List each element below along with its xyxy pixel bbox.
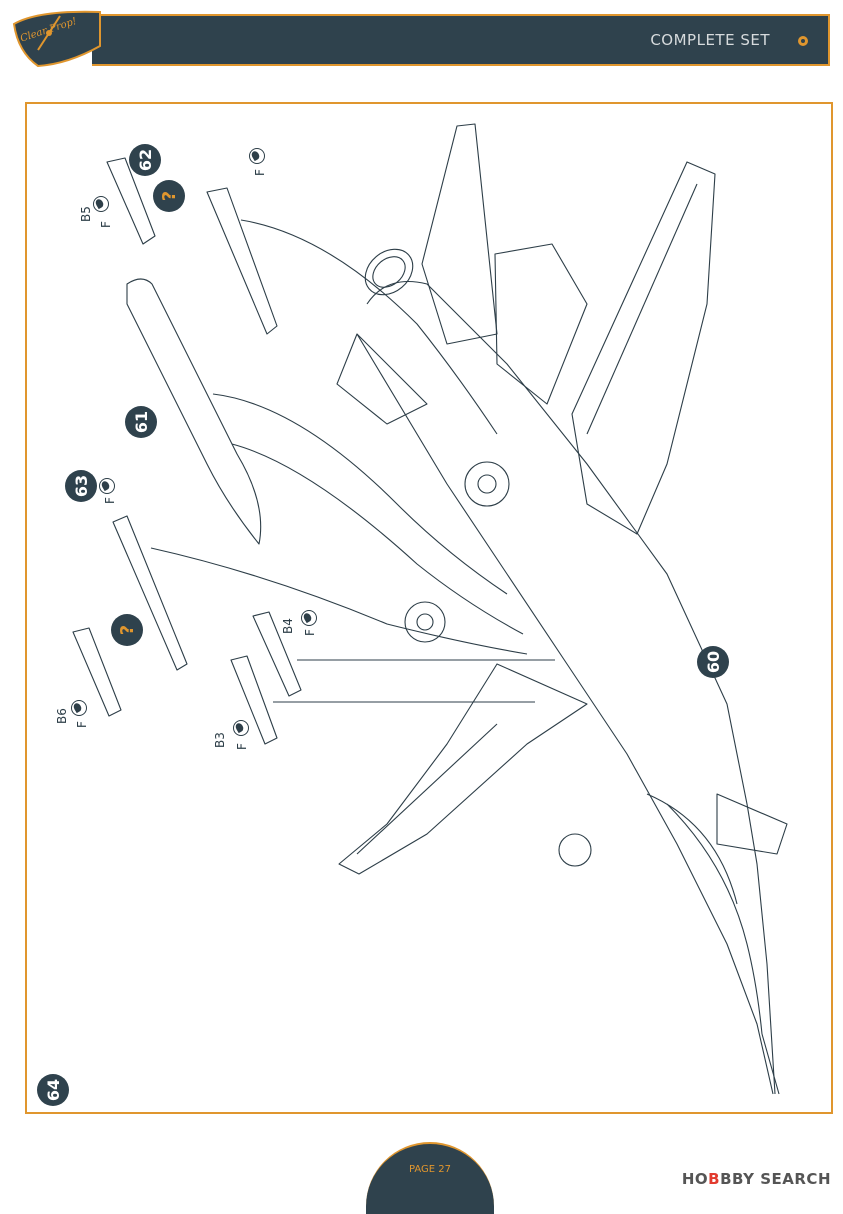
leader-62	[240, 219, 498, 435]
main-wheel-right	[464, 461, 510, 507]
watermark-text: BBY SEARCH	[720, 1170, 831, 1188]
glue-icon	[99, 478, 115, 494]
pitot-tube	[761, 1033, 780, 1095]
page-title: COMPLETE SET	[650, 31, 770, 49]
glue-icon	[233, 720, 249, 736]
step-63-badge: 63	[65, 470, 97, 502]
part-label-b5: B5	[79, 206, 93, 222]
canopy-line	[646, 793, 738, 905]
part-b4	[252, 611, 302, 697]
part-label-f: F	[99, 221, 113, 228]
leader-61a	[212, 393, 508, 595]
watermark-text: HO	[681, 1170, 709, 1188]
glue-icon	[71, 700, 87, 716]
part-label-b6: B6	[55, 708, 69, 724]
engine-nozzle	[364, 248, 414, 296]
pylon-63	[112, 515, 188, 671]
step-62-badge: 62	[129, 144, 161, 176]
gear-icon	[798, 36, 808, 46]
step-64-badge: 64	[37, 1074, 69, 1106]
header-bar: COMPLETE SET	[92, 14, 830, 66]
part-label-b3: B3	[213, 732, 227, 748]
watermark-accent: B	[708, 1170, 721, 1188]
page-number: PAGE 27	[408, 1164, 452, 1175]
nose-wheel	[558, 833, 592, 867]
fuselage-lower-line	[356, 333, 774, 1095]
engine-nozzle-inner	[372, 256, 406, 288]
glue-icon	[249, 148, 265, 164]
stabilizer-right	[494, 243, 588, 405]
instruction-frame: 62 F ? B5 F 61 63 F ? B4 F B6 F B3 F 60 …	[25, 102, 833, 1114]
main-wheel-left-hub	[416, 613, 434, 631]
part-label-f: F	[303, 629, 317, 636]
leader-61b	[231, 443, 524, 635]
stabilizer-left	[336, 333, 428, 425]
unknown-step-badge: ?	[153, 180, 185, 212]
fuselage-upper-line	[366, 280, 776, 1095]
step-60-badge: 60	[697, 646, 729, 678]
aircraft-drawing	[72, 123, 788, 1095]
main-wheel-left	[404, 601, 446, 643]
air-intake	[716, 793, 788, 855]
pylon-62	[206, 187, 278, 335]
main-wheel-right-hub	[477, 474, 497, 494]
part-b3	[230, 655, 278, 745]
vertical-tail	[421, 123, 498, 345]
part-label-f: F	[235, 743, 249, 750]
glue-icon	[301, 610, 317, 626]
part-label-f: F	[75, 721, 89, 728]
part-label-b4: B4	[281, 618, 295, 634]
part-label-f: F	[103, 497, 117, 504]
left-wing-flap-line	[356, 723, 498, 855]
part-label-f: F	[253, 169, 267, 176]
part-b6	[72, 627, 122, 717]
glue-icon	[93, 196, 109, 212]
right-wing	[571, 161, 716, 535]
step-61-badge: 61	[125, 406, 157, 438]
watermark: HOBBBY SEARCH	[682, 1170, 831, 1188]
nose-cone-line	[666, 803, 763, 1035]
unknown-step-badge: ?	[111, 614, 143, 646]
drop-tank-61	[126, 278, 262, 545]
left-wing	[338, 663, 588, 875]
part-b5	[106, 157, 156, 245]
brand-logo	[12, 10, 101, 68]
right-wing-flap-line	[586, 183, 698, 435]
page-tab: PAGE 27	[366, 1142, 494, 1214]
leader-63	[150, 547, 528, 655]
